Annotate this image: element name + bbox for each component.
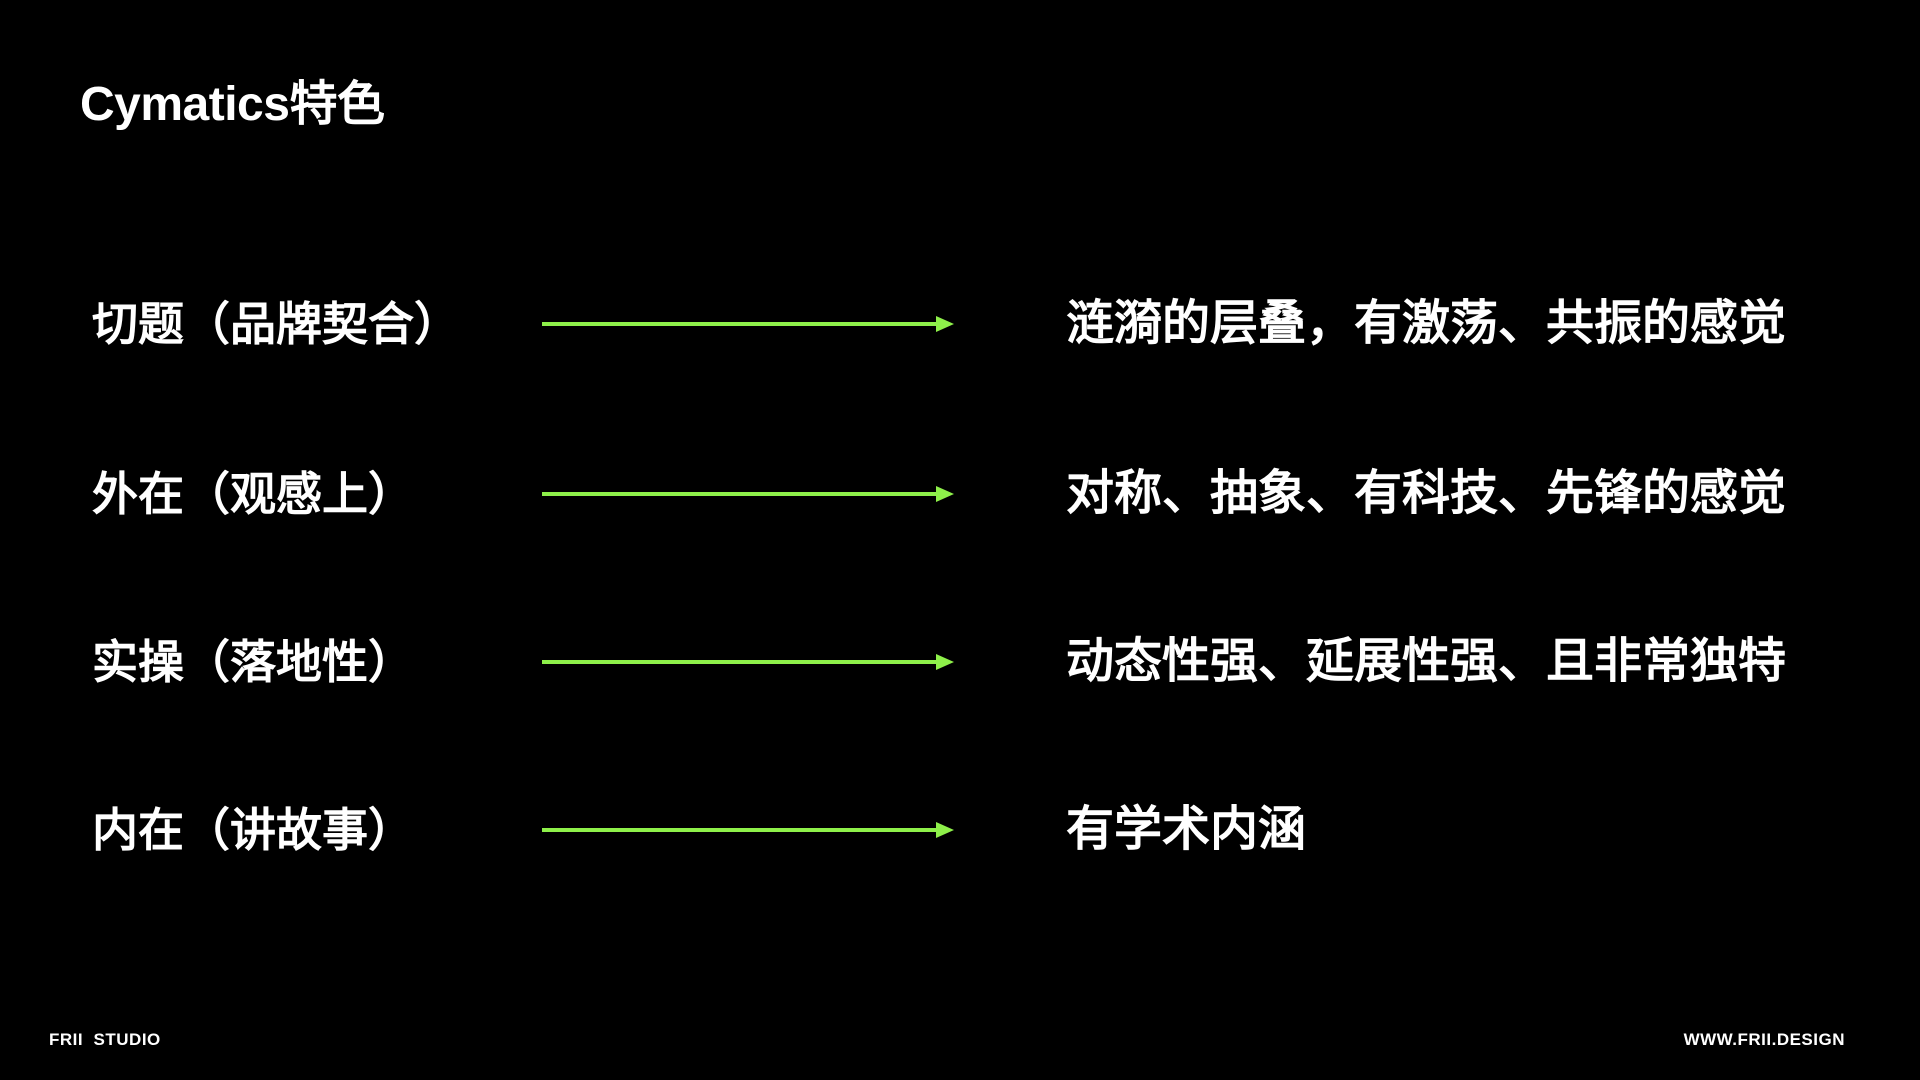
slide-title: Cymatics特色 [80,78,385,131]
arrow-right-icon [542,822,954,838]
arrow-right-icon [542,654,954,670]
feature-aspect: 切题（品牌契合） [92,298,460,350]
feature-row: 切题（品牌契合） 涟漪的层叠，有激荡、共振的感觉 [0,294,1920,354]
feature-row: 实操（落地性） 动态性强、延展性强、且非常独特 [0,632,1920,692]
feature-aspect: 实操（落地性） [92,636,414,688]
footer-studio-name: FRII STUDIO [49,1030,161,1049]
feature-row: 内在（讲故事） 有学术内涵 [0,800,1920,860]
feature-aspect: 外在（观感上） [92,468,414,520]
footer-website: WWW.FRII.DESIGN [1683,1030,1845,1049]
arrow-right-icon [542,486,954,502]
feature-description: 对称、抽象、有科技、先锋的感觉 [1066,467,1787,520]
feature-aspect: 内在（讲故事） [92,804,414,856]
arrow-right-icon [542,316,954,332]
feature-row: 外在（观感上） 对称、抽象、有科技、先锋的感觉 [0,464,1920,524]
feature-description: 涟漪的层叠，有激荡、共振的感觉 [1066,297,1787,350]
feature-description: 动态性强、延展性强、且非常独特 [1066,635,1787,688]
feature-description: 有学术内涵 [1066,803,1307,856]
